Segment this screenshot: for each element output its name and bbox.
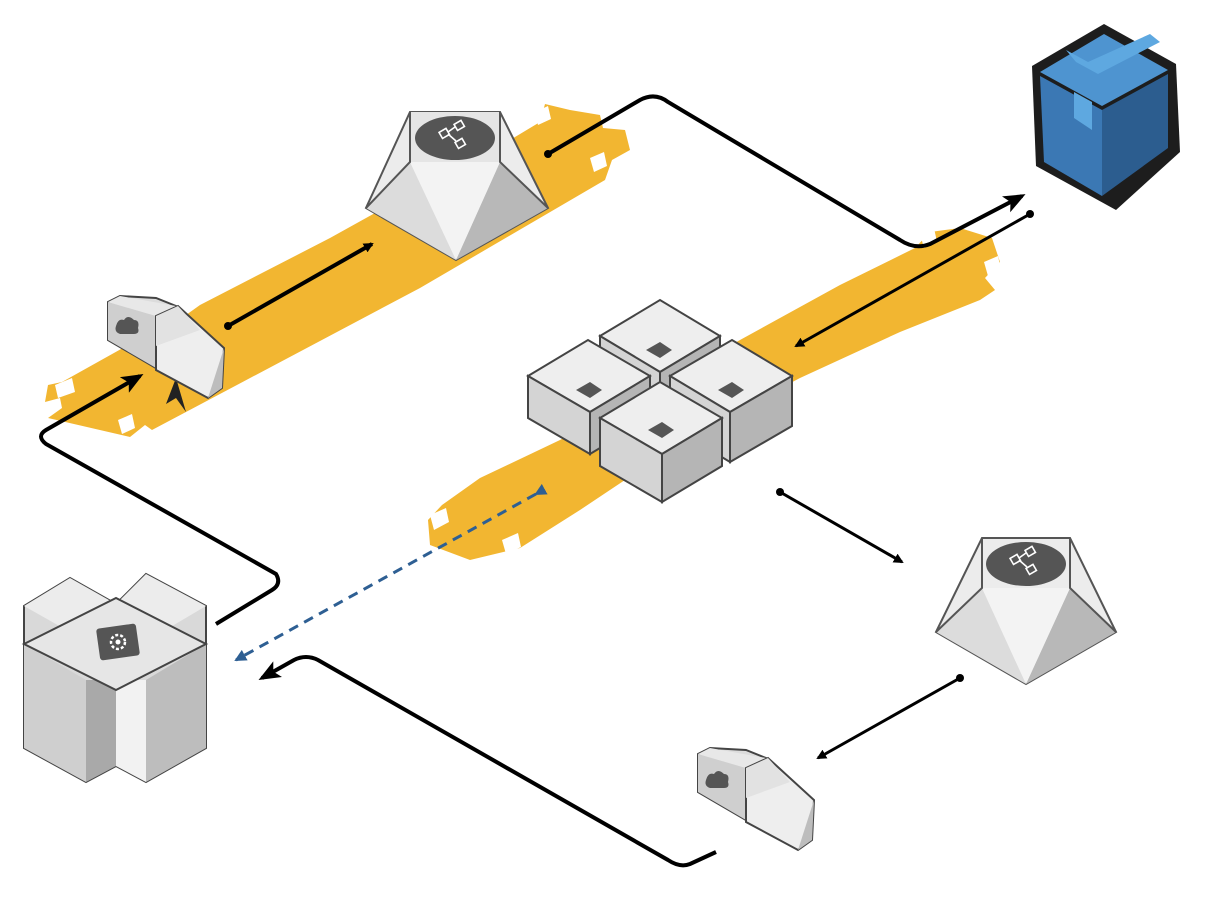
server-cube-front bbox=[598, 380, 724, 504]
workflow-node-top[interactable] bbox=[364, 111, 550, 262]
edge-gateway-to-workflow bbox=[224, 242, 374, 330]
cloud-gateway-bottom[interactable] bbox=[697, 746, 816, 852]
edge-cluster-storage-dashed bbox=[234, 483, 548, 662]
server-chip-icon bbox=[718, 382, 744, 398]
package-box[interactable] bbox=[1032, 24, 1180, 210]
edge-workflow-to-gateway bbox=[816, 674, 964, 760]
edge-workflow-to-package bbox=[544, 94, 1026, 249]
edge-cluster-to-workflow bbox=[776, 488, 904, 564]
workflow-icon bbox=[1008, 545, 1038, 576]
edge-package-to-cluster bbox=[794, 210, 1034, 348]
server-cluster[interactable] bbox=[526, 298, 794, 504]
cloud-icon bbox=[705, 771, 729, 788]
server-chip-icon bbox=[576, 382, 602, 398]
server-chip-icon bbox=[648, 422, 674, 438]
edge-gateway-to-storage bbox=[258, 655, 717, 868]
workflow-node-bottom[interactable] bbox=[934, 537, 1118, 686]
gear-icon bbox=[96, 623, 140, 661]
edge-gateway-inbound-arrow bbox=[166, 378, 186, 412]
server-chip-icon bbox=[646, 342, 672, 358]
workflow-icon bbox=[437, 119, 467, 150]
storage-bucket[interactable] bbox=[21, 572, 209, 784]
cloud-icon bbox=[115, 317, 139, 334]
cloud-gateway-left[interactable] bbox=[107, 294, 226, 400]
